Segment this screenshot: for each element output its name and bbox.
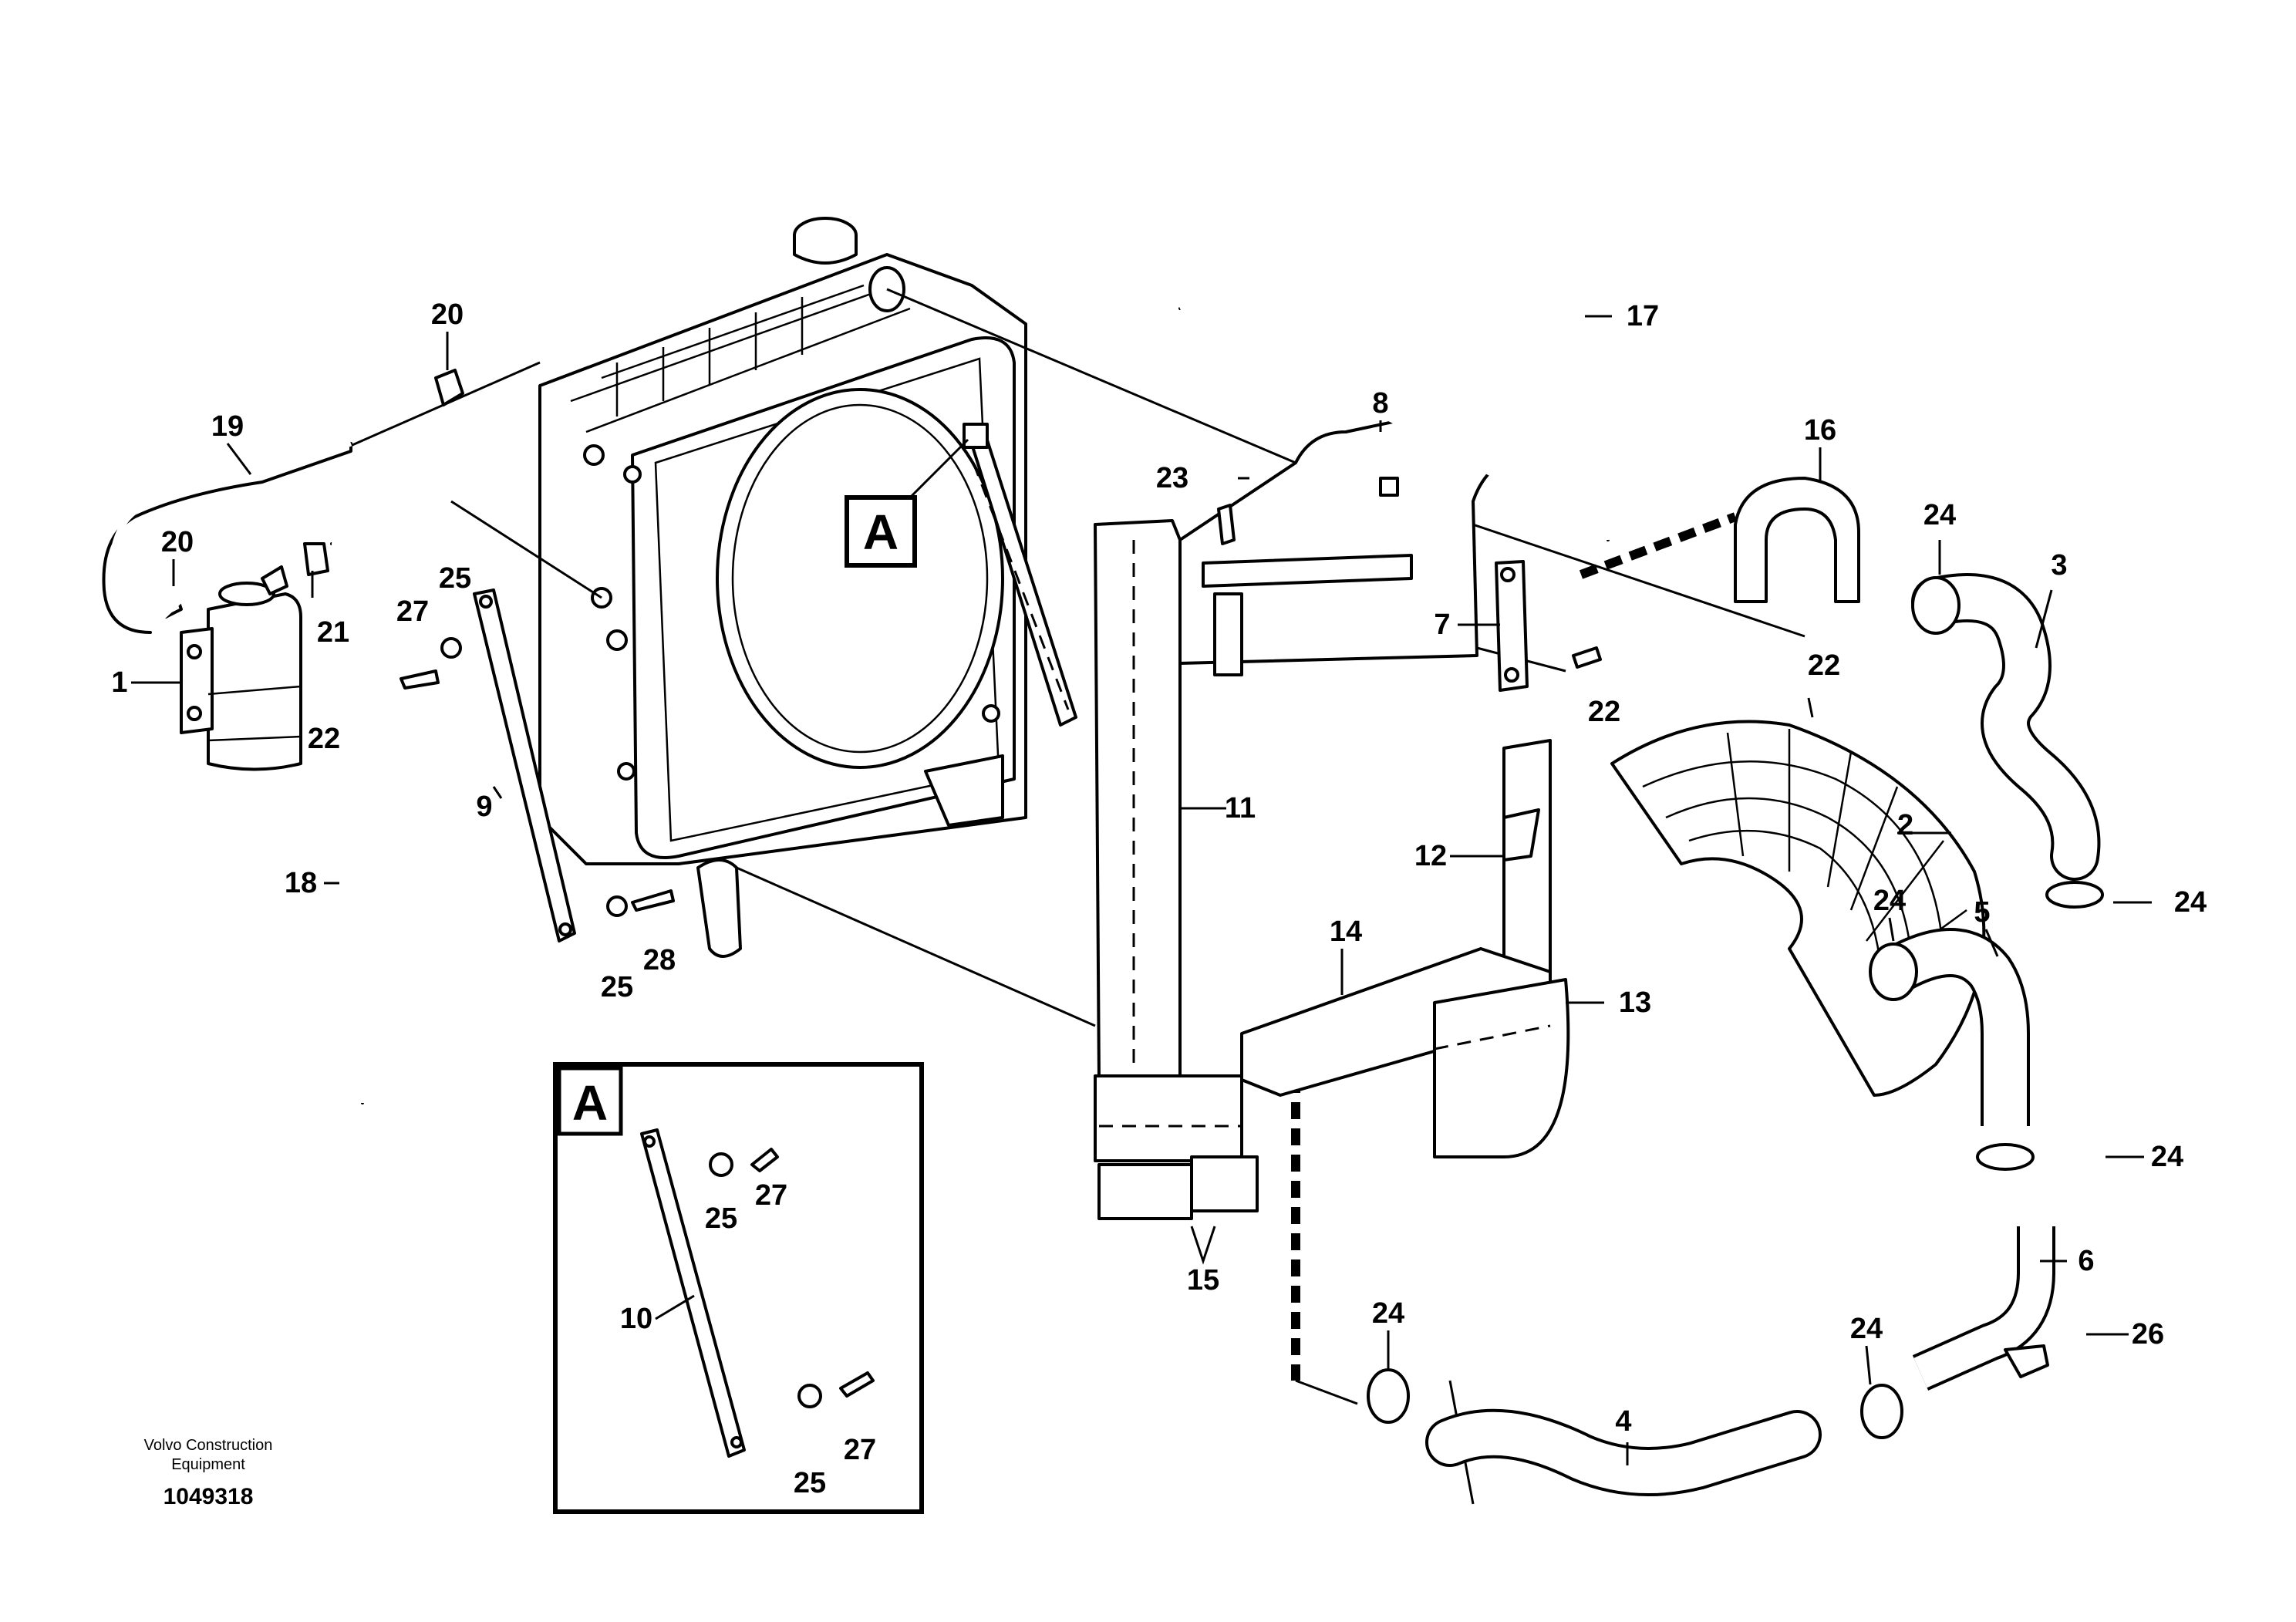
callout-22-left: 22	[308, 723, 340, 755]
brace-9	[400, 588, 675, 943]
callout-24-hose3: 24	[1923, 499, 1956, 531]
callout-14: 14	[1330, 916, 1362, 948]
detail-box-a: A	[553, 1062, 924, 1514]
callout-20-upper: 20	[431, 298, 464, 331]
callout-5: 5	[1974, 896, 1990, 929]
callout-18: 18	[285, 867, 317, 899]
detail-marker-a-letter: A	[863, 504, 899, 560]
callout-27-detail-lower: 27	[844, 1434, 876, 1466]
callout-21: 21	[317, 616, 349, 649]
callout-2: 2	[1897, 809, 1913, 841]
callout-6: 6	[2078, 1245, 2094, 1277]
callout-19: 19	[211, 410, 244, 443]
callout-27: 27	[396, 595, 429, 628]
callout-22-upper: 22	[1808, 649, 1840, 682]
callout-12: 12	[1414, 840, 1447, 872]
callout-25-detail-upper: 25	[705, 1202, 737, 1235]
callout-9: 9	[476, 791, 492, 823]
callout-24-hose5-lower: 24	[2151, 1141, 2183, 1173]
seal-17	[1178, 110, 1613, 541]
callout-16: 16	[1804, 414, 1836, 447]
radiator-assembly	[538, 217, 1077, 958]
detail-box-a-letter: A	[572, 1075, 608, 1131]
callout-22-right: 22	[1588, 696, 1620, 728]
callout-11: 11	[1225, 792, 1256, 824]
callout-13: 13	[1619, 986, 1651, 1019]
callout-27-detail-upper: 27	[755, 1179, 787, 1212]
callout-leaders	[131, 315, 2152, 1465]
callout-24-hose4-right: 24	[1850, 1313, 1883, 1345]
hoses-small	[102, 369, 464, 1104]
shroud-panels	[1094, 403, 1602, 1220]
callout-15: 15	[1187, 1264, 1219, 1297]
hoses-large	[1425, 573, 2101, 1496]
callout-1: 1	[111, 666, 127, 699]
drawing-number: 1049318	[164, 1484, 254, 1509]
callout-10: 10	[620, 1303, 652, 1335]
callout-20-lower: 20	[161, 526, 194, 558]
caption-manufacturer: Volvo Construction	[144, 1437, 273, 1454]
callout-23: 23	[1156, 462, 1188, 494]
callout-4: 4	[1615, 1405, 1631, 1438]
callout-numbers: 1 2 3 4 5 6 7 8 9 10 11 12 13 14 15 16 1…	[111, 298, 2207, 1499]
callout-25-lower: 25	[601, 971, 633, 1003]
callout-25-detail-lower: 25	[794, 1467, 826, 1499]
detail-marker-a: A	[845, 495, 917, 568]
callout-25-upper: 25	[439, 562, 471, 595]
callout-24-hose5: 24	[1873, 885, 1906, 917]
callout-28: 28	[643, 944, 676, 976]
drawing-caption: Volvo Construction Equipment 1049318	[144, 1437, 273, 1509]
callout-17: 17	[1627, 300, 1659, 332]
callout-24-hose4-left: 24	[1372, 1297, 1404, 1330]
caption-manufacturer-line2: Equipment	[171, 1456, 245, 1473]
hose-clamps	[1367, 576, 2104, 1439]
callout-24-hose3-lower: 24	[2174, 886, 2207, 919]
callout-8: 8	[1372, 387, 1388, 420]
callout-7: 7	[1434, 609, 1450, 641]
clip-16	[1734, 477, 1860, 603]
callout-3: 3	[2051, 549, 2067, 582]
callout-26: 26	[2132, 1318, 2164, 1351]
fan-guard-2	[1610, 720, 1986, 1097]
